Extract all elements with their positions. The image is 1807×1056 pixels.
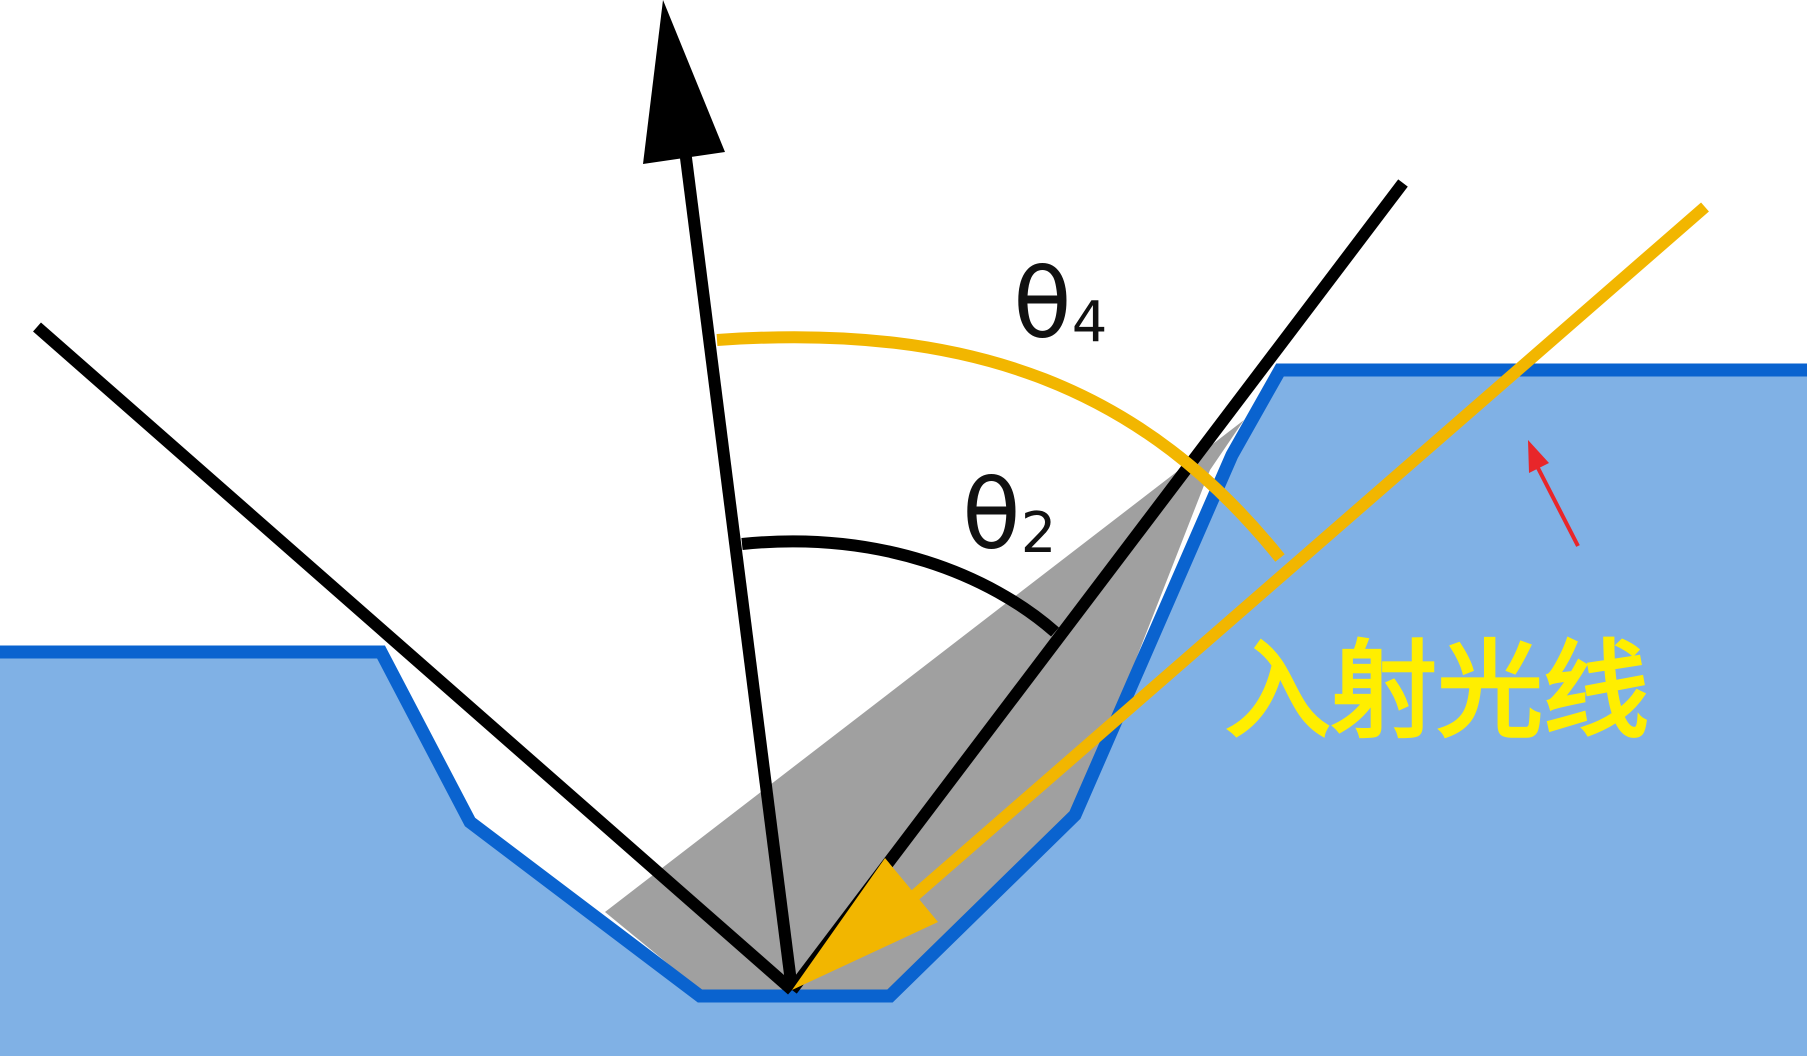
theta2-label: θ2 <box>962 459 1056 571</box>
reflected-ray-line <box>33 322 796 995</box>
shadow-region <box>605 420 1244 996</box>
theta4-label: θ4 <box>1013 248 1107 360</box>
theta2-arc <box>741 535 1059 637</box>
incident-ray-label: 入射光线 <box>1225 630 1649 753</box>
theta4-arc <box>716 331 1285 562</box>
surface-outline <box>0 363 1807 1003</box>
yellow-arrowhead-icon <box>792 858 938 990</box>
incident-ray-line <box>894 202 1709 915</box>
red-pointer-arrow-icon <box>1528 440 1580 547</box>
surface-incident-line <box>787 179 1408 994</box>
surface-body <box>0 370 1807 1056</box>
normal-arrow-shaft <box>679 149 798 991</box>
black-arrowhead-icon <box>643 0 725 164</box>
